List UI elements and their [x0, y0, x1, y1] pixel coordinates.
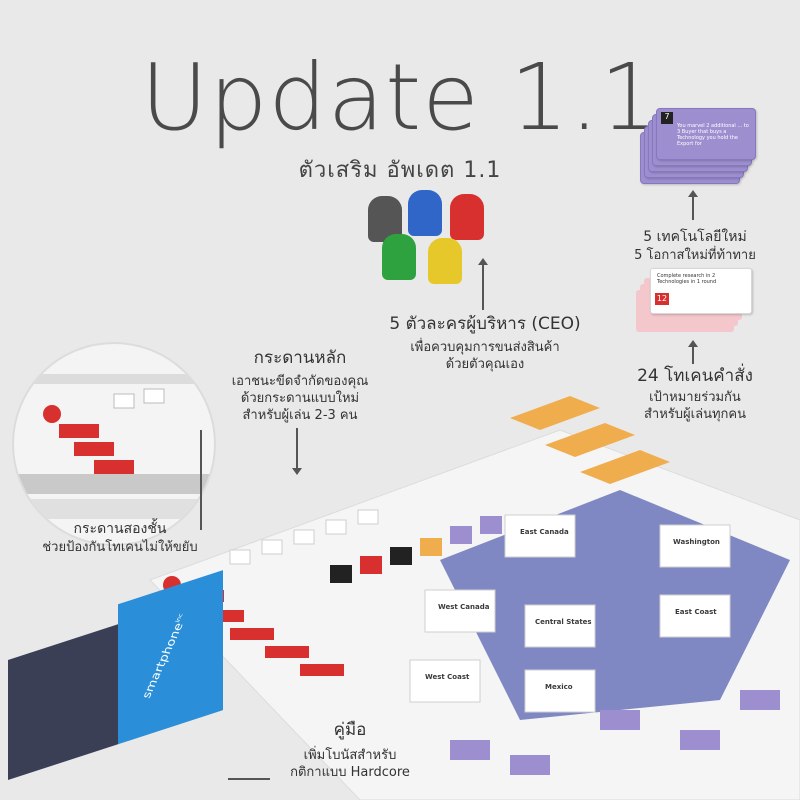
token-card-top: Complete research in 2 Technologies in 1… — [650, 268, 752, 314]
manual-cover-title-text: smartphone — [139, 621, 186, 700]
manual-cover-title: smartphoneinc — [139, 613, 190, 700]
region-label-washington: Washington — [673, 538, 720, 546]
page-subtitle: ตัวเสริม อัพเดต 1.1 — [298, 158, 502, 183]
board-desc-2: ด้วยกระดานแบบใหม่ — [240, 391, 360, 406]
manual-cover-sup: inc — [174, 612, 185, 624]
manual-line-1: เพิ่มโบนัสสำหรับ — [303, 748, 397, 763]
token-card-stack: Complete research in 2 Technologies in 1… — [636, 268, 756, 340]
ceo-figure-blue — [408, 190, 442, 236]
double-layer-line-1: กระดานสองชั้น — [73, 521, 167, 537]
region-label-mexico: Mexico — [545, 683, 573, 691]
region-label-east-coast: East Coast — [675, 608, 717, 616]
tech-line-2: 5 โอกาสใหม่ที่ท้าทาย — [634, 248, 756, 263]
region-label-west-coast: West Coast — [425, 673, 470, 681]
board-purple-slots — [450, 690, 780, 775]
region-label-central-states: Central States — [535, 618, 592, 626]
board-desc-3: สำหรับผู้เล่น 2-3 คน — [242, 408, 358, 423]
ceo-arrow — [478, 258, 488, 265]
manual-connector — [228, 778, 270, 780]
ceo-figure-yellow — [428, 238, 462, 284]
board-heading: กระดานหลัก — [253, 348, 347, 368]
tokens-desc-1: เป้าหมายร่วมกัน — [649, 390, 741, 405]
double-layer-line-2: ช่วยป้องกันโทเคนไม่ให้ขยับ — [42, 540, 198, 555]
tech-card-number: 7 — [661, 112, 673, 124]
ceo-heading: 5 ตัวละครผู้บริหาร (CEO) — [389, 314, 581, 334]
manual-line-2: กติกาแบบ Hardcore — [290, 765, 410, 780]
board-track — [229, 509, 379, 565]
tech-card-stack: 7 You marvel 2 additional ... to 3 Buyer… — [640, 108, 756, 188]
manual-cover-image — [8, 624, 118, 780]
tech-connector — [692, 194, 694, 220]
board-arrow — [292, 468, 302, 475]
ceo-desc-1: เพื่อควบคุมการขนส่งสินค้า — [410, 340, 560, 355]
ceo-figure-green — [382, 234, 416, 280]
tech-arrow — [688, 190, 698, 197]
tech-line-1: 5 เทคโนโลยีใหม่ — [643, 229, 747, 245]
token-card-text: Complete research in 2 Technologies in 1… — [657, 273, 717, 285]
tokens-desc-2: สำหรับผู้เล่นทุกคน — [644, 407, 746, 422]
manual-heading: คู่มือ — [333, 720, 367, 740]
board-connector — [296, 428, 298, 468]
ceo-figure-red — [450, 194, 484, 240]
tokens-arrow — [688, 340, 698, 347]
board-colored-track — [330, 516, 502, 583]
board-orange-tile — [510, 396, 600, 430]
region-cards — [409, 514, 731, 713]
board-desc-1: เอาชนะขีดจำกัดของคุณ — [231, 374, 369, 389]
region-label-east-canada: East Canada — [520, 528, 569, 536]
tech-card-text: You marvel 2 additional ... to 3 Buyer t… — [677, 123, 749, 147]
tokens-heading: 24 โทเคนคำสั่ง — [637, 366, 753, 386]
ceo-figures — [360, 190, 500, 300]
page-title: Update 1.1 — [140, 44, 660, 151]
board-orange-tile — [545, 423, 635, 457]
tokens-connector — [692, 344, 694, 364]
double-layer-connector — [200, 430, 202, 530]
double-layer-zoom — [12, 342, 216, 546]
double-layer-illustration — [14, 374, 214, 519]
ceo-desc-2: ด้วยตัวคุณเอง — [445, 357, 525, 372]
ceo-connector — [482, 262, 484, 310]
tech-card-top: 7 You marvel 2 additional ... to 3 Buyer… — [656, 108, 756, 160]
token-card-number: 12 — [655, 293, 669, 305]
region-label-west-canada: West Canada — [438, 603, 490, 611]
board-orange-tile — [580, 450, 670, 484]
